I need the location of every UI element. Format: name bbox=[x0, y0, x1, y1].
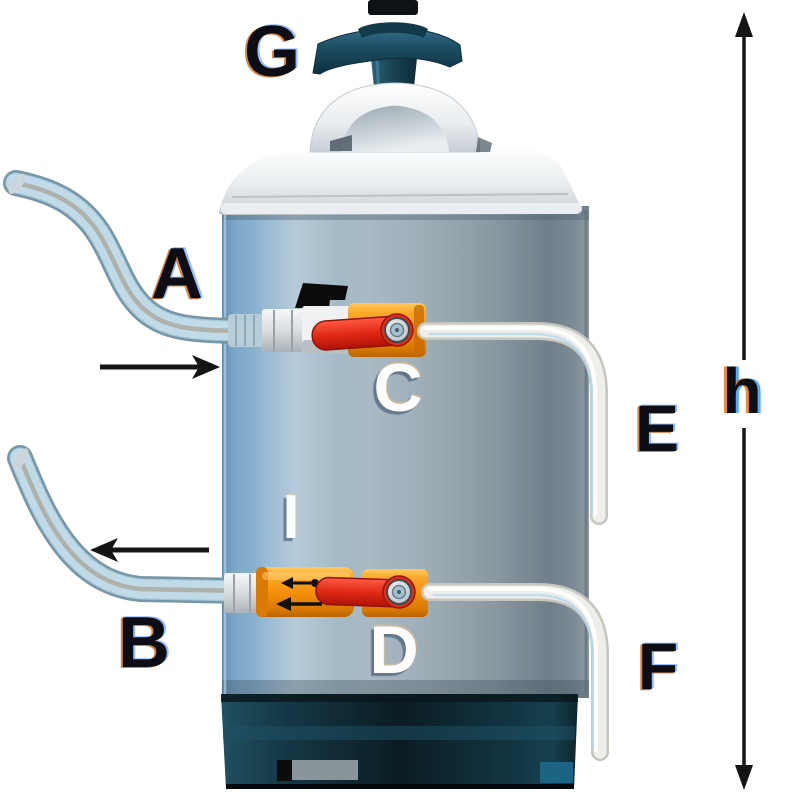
base-notch bbox=[277, 760, 292, 781]
tank-base bbox=[221, 694, 578, 789]
printed-flow-marks bbox=[276, 577, 322, 611]
hose-cut-end bbox=[8, 174, 26, 194]
label-outlet-valve: D bbox=[369, 612, 419, 688]
label-height-dimension: h bbox=[722, 355, 762, 427]
hose-cut-end bbox=[13, 448, 29, 470]
compression-nut bbox=[224, 573, 260, 613]
outlet-hose bbox=[7, 445, 258, 604]
label-upper-drain-tube: E bbox=[634, 391, 680, 465]
outlet-flow-arrow bbox=[90, 538, 209, 562]
label-inlet-hose: A bbox=[151, 234, 203, 314]
base-tab bbox=[292, 760, 358, 780]
carrying-handle-dome bbox=[309, 82, 492, 153]
label-lower-drain-tube: F bbox=[637, 629, 679, 703]
upper-drain-tube bbox=[417, 322, 608, 525]
outlet-valve bbox=[224, 567, 428, 617]
inlet-flow-arrow bbox=[100, 355, 220, 379]
inlet-hose bbox=[3, 170, 261, 344]
lower-drain-tube bbox=[421, 583, 609, 761]
dome-arch-opening bbox=[341, 105, 449, 152]
label-top-knob: G bbox=[243, 12, 301, 92]
top-valve-knob-handle bbox=[312, 0, 463, 75]
label-inlet-valve: C bbox=[373, 350, 423, 426]
black-marker bbox=[295, 283, 348, 308]
tank-lid bbox=[218, 149, 582, 215]
base-corner-block bbox=[540, 762, 573, 783]
compression-nut bbox=[262, 309, 304, 352]
inlet-valve bbox=[228, 303, 426, 357]
label-outlet-hose: B bbox=[118, 603, 170, 683]
label-valve-indicator: I bbox=[282, 483, 300, 552]
height-dimension-arrow bbox=[735, 12, 753, 790]
knob-top-cap bbox=[368, 0, 418, 15]
